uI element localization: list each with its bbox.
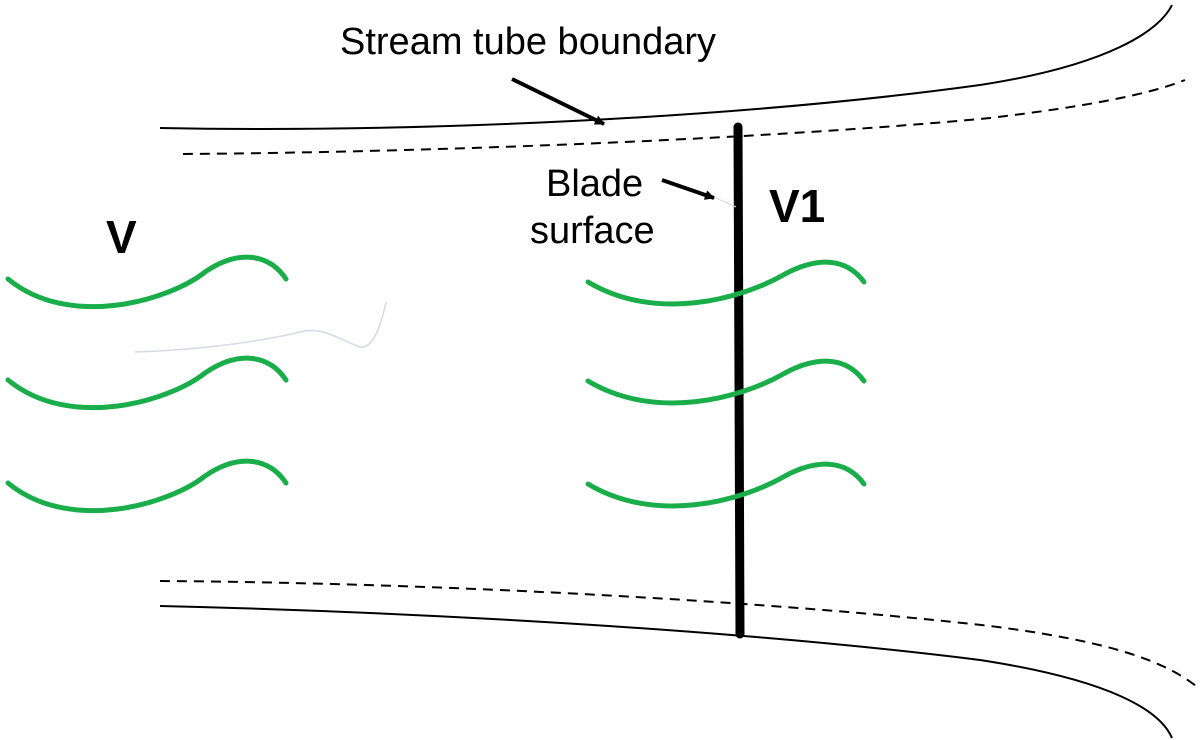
blade-wave-3: [585, 461, 867, 509]
blade-flow-waves: [585, 259, 867, 509]
stray-scribble: [134, 301, 387, 353]
velocity-upstream-label: V: [106, 211, 137, 263]
lower-dashed-boundary: [159, 580, 1197, 687]
blade-label: Blade: [546, 163, 643, 205]
velocity-blade-label: V1: [769, 180, 825, 232]
blade-surface-arrow: [661, 178, 715, 200]
upstream-flow-waves: [5, 254, 289, 514]
stray-mark-small: [715, 197, 737, 208]
upstream-wave-1: [5, 254, 289, 310]
blade-wave-1: [585, 259, 867, 307]
surface-label: surface: [530, 210, 655, 252]
stream-tube-boundary-label: Stream tube boundary: [340, 21, 716, 63]
upper-stream-tube-boundary: [159, 4, 1173, 130]
lower-stream-tube-boundary: [159, 605, 1173, 739]
stream-tube-arrow: [511, 77, 605, 126]
blade-surface-line: [733, 122, 745, 639]
blade-wave-2: [585, 358, 867, 406]
upper-dashed-boundary: [182, 79, 1186, 155]
upstream-wave-2: [5, 355, 289, 411]
upstream-wave-3: [5, 458, 289, 514]
